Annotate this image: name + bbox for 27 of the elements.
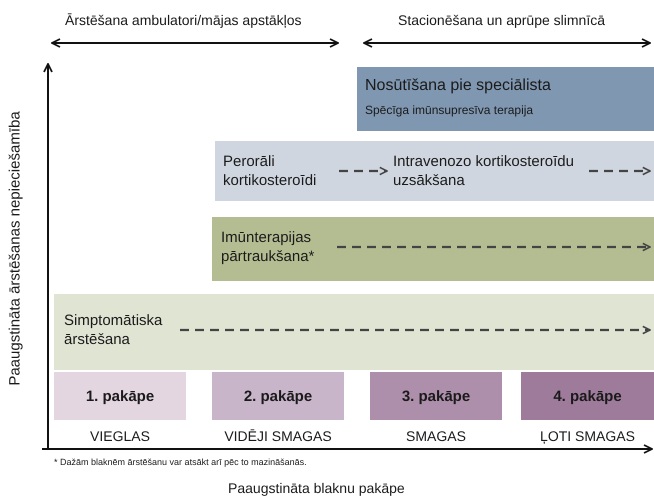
severity-label: SMAGAS — [405, 428, 467, 444]
severity-label: VIDĒJI SMAGAS — [223, 428, 333, 444]
dashed-arrow — [337, 242, 651, 252]
treatment-step: Perorāli kortikosteroīdi — [223, 152, 333, 190]
treatment-band — [357, 67, 654, 131]
grade-box: 3. pakāpe — [370, 372, 502, 420]
severity-label: VIEGLAS — [89, 428, 151, 444]
treatment-band — [212, 217, 654, 281]
axis-label: Paaugstināta blaknu pakāpe — [228, 480, 405, 496]
range-label: Stacionēšana un aprūpe slimnīcā — [398, 12, 606, 28]
grade-box: 2. pakāpe — [212, 372, 344, 420]
severity-label: ĻOTI SMAGAS — [539, 428, 636, 444]
axis-label: Paaugstināta ārstēšanas nepieciešamība — [6, 110, 24, 388]
footnote: * Dažām blaknēm ārstēšanu var atsākt arī pēc to mazināšanās. — [54, 457, 307, 467]
treatment-step: Simptomātiska ārstēšana — [64, 311, 174, 349]
grade-box: 1. pakāpe — [54, 372, 186, 420]
grade-box: 4. pakāpe — [521, 372, 654, 420]
band-title: Nosūtīšana pie speciālista — [365, 77, 551, 95]
treatment-step: Imūnterapijas pārtraukšana* — [221, 228, 331, 266]
treatment-band — [54, 294, 654, 370]
dashed-arrow — [589, 166, 651, 176]
dashed-arrow — [339, 166, 388, 176]
treatment-band — [215, 141, 654, 201]
range-label: Ārstēšana ambulatori/mājas apstākļos — [65, 12, 302, 28]
dashed-arrow — [180, 326, 651, 334]
band-subtitle: Spēcīga imūnsupresīva terapija — [365, 102, 534, 119]
treatment-step: Intravenozo kortikosteroīdu uzsākšana — [393, 152, 583, 190]
